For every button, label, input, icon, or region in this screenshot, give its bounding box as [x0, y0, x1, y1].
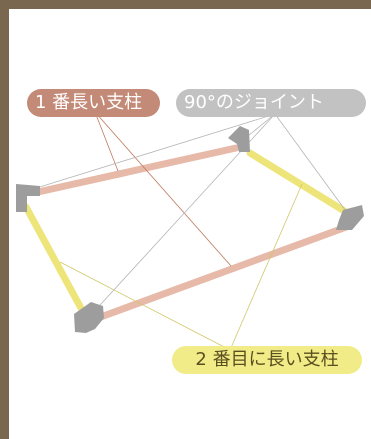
elbow-joint-icon [74, 302, 104, 333]
long-post-front [94, 222, 353, 322]
leader-second-2 [229, 183, 303, 351]
leader-joint-1 [29, 113, 276, 191]
elbow-joint-icon [336, 205, 364, 230]
leader-second-1 [59, 261, 231, 351]
elbow-joint-icon [228, 126, 250, 152]
second-post-right [246, 149, 350, 216]
leader-joint-3 [274, 113, 352, 219]
second-post-label: 2 番目に長い支柱 [172, 346, 362, 374]
elbow-joint-icon [16, 184, 40, 212]
joint-label: 90°のジョイント [176, 89, 366, 117]
long-post-back [34, 144, 240, 196]
long-post-label: 1 番長い支柱 [27, 89, 160, 117]
second-post-left [22, 203, 86, 314]
leader-long-2 [94, 111, 232, 267]
leader-long-1 [94, 111, 119, 172]
